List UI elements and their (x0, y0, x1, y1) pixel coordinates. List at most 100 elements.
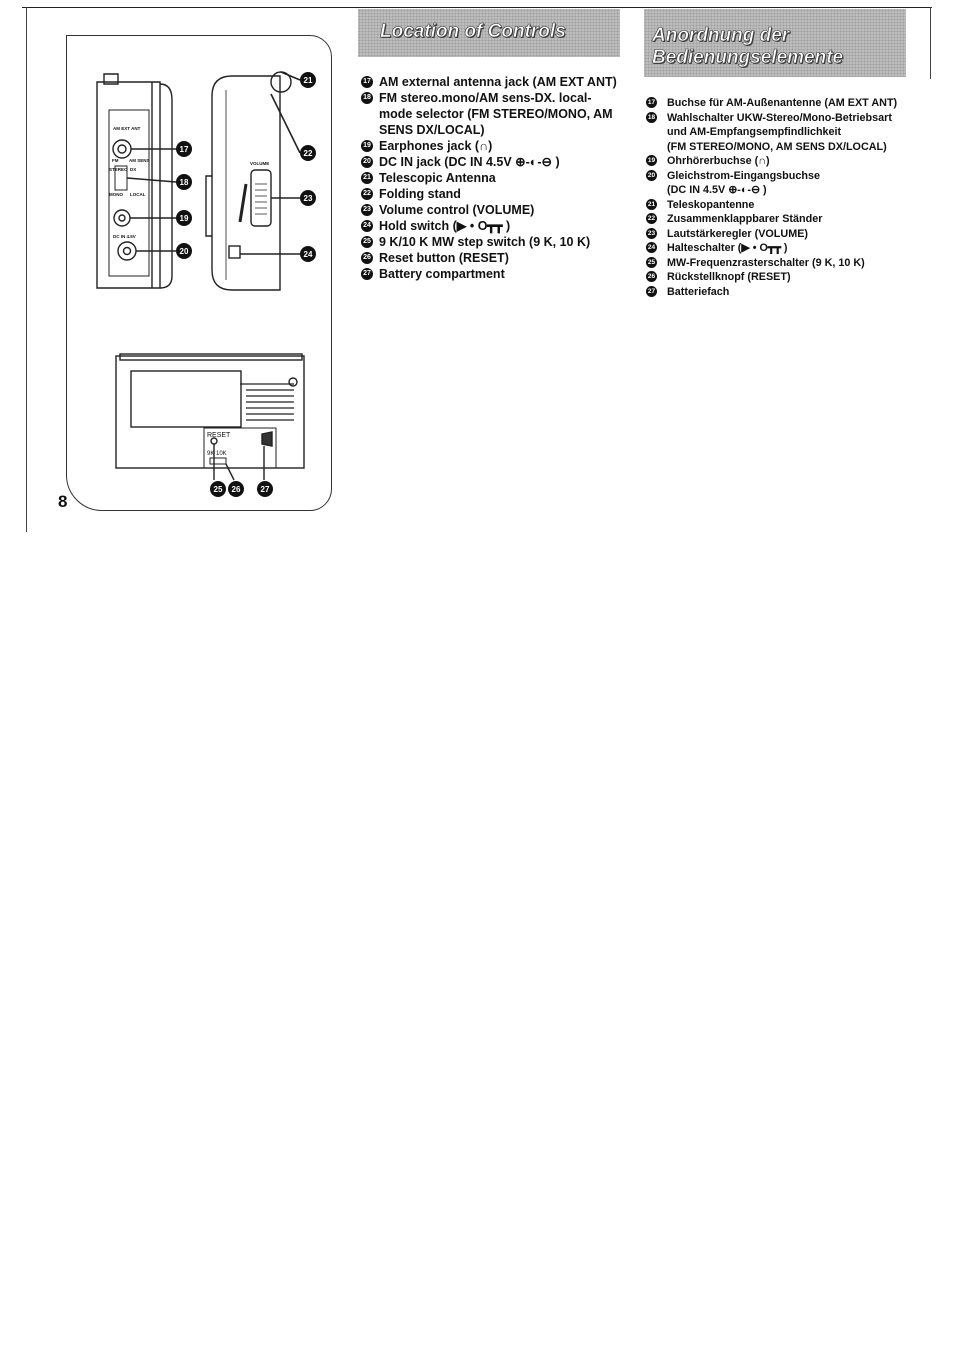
callout-26: 26 (228, 481, 244, 497)
folding-stand (205, 175, 212, 237)
item-text: Teleskopantenne (667, 198, 755, 211)
item-text: MW-Frequenzrasterschalter (9 K, 10 K) (667, 256, 865, 269)
item-text: Batteriefach (667, 285, 730, 298)
item-text: Volume control (VOLUME) (379, 203, 535, 217)
english-header: Location of Controls (358, 9, 620, 57)
svg-text:27: 27 (261, 485, 270, 494)
callout-21: 21 (300, 72, 316, 88)
hold-switch (228, 245, 241, 259)
svg-text:RESET: RESET (207, 432, 231, 439)
svg-text:24: 24 (304, 250, 313, 259)
volume-control (250, 169, 272, 227)
callout-24: 24 (300, 246, 316, 262)
item-number-badge: 25 (361, 236, 373, 248)
list-item: 24 Halteschalter (▶ • O┳┳ ) (646, 241, 912, 256)
item-number-badge: 17 (361, 76, 373, 88)
item-number-badge: 18 (361, 92, 373, 104)
list-item: 20 Gleichstrom-Eingangsbuchse (DC IN 4.5V … (646, 169, 912, 198)
controls-diagram: AM EXT ANT FM AM SENS STEREO DX MONO LOC… (96, 71, 316, 497)
list-item: 22 Folding stand (361, 186, 623, 202)
dc-in-jack (117, 241, 137, 261)
front-view-body (211, 75, 281, 291)
item-number-badge: 26 (646, 271, 657, 282)
diagram-frame (66, 35, 332, 511)
item-text: Rückstellknopf (RESET) (667, 271, 791, 283)
list-item: 18 FM stereo.mono/AM sens-DX. local-mode … (361, 90, 623, 138)
item-number-badge: 25 (646, 256, 657, 268)
svg-text:25: 25 (214, 485, 223, 494)
item-text: (FM STEREO/MONO, AM SENS DX/LOCAL) (667, 140, 887, 153)
item-number-badge: 20 (646, 169, 657, 181)
item-number-badge: 22 (646, 213, 657, 224)
svg-text:VOLUME: VOLUME (250, 161, 269, 166)
item-text: Reset button (RESET) (379, 251, 509, 265)
item-number-badge: 27 (361, 268, 373, 280)
svg-text:9K 10K: 9K 10K (207, 451, 227, 457)
list-item: 19 Earphones jack (∩) (361, 138, 623, 154)
item-number-badge: 22 (361, 188, 373, 200)
item-text: FM stereo.mono/AM sens-DX. local-mode se… (379, 91, 613, 137)
item-number-badge: 23 (646, 227, 657, 239)
item-number-badge: 17 (646, 97, 657, 108)
item-text: Buchse für AM-Außenantenne (AM EXT ANT) (667, 97, 898, 109)
item-text: DC IN jack (DC IN 4.5V ⊕-◐-⊖ ) (379, 155, 560, 169)
item-text: Telescopic Antenna (379, 171, 496, 185)
list-item: 21 Teleskopantenne (646, 198, 912, 213)
callout-17: 17 (176, 141, 192, 157)
item-text: Folding stand (379, 187, 461, 201)
german-header-line2: Bedienungselemente (652, 47, 844, 69)
svg-text:STEREO: STEREO (109, 167, 128, 172)
side-view-body (96, 81, 161, 289)
item-text: 9 K/10 K MW step switch (9 K, 10 K) (379, 235, 591, 249)
callout-20: 20 (176, 243, 192, 259)
svg-text:LOCAL: LOCAL (130, 192, 146, 197)
svg-text:FM: FM (112, 158, 119, 163)
item-number-badge: 24 (646, 242, 657, 253)
callout-22: 22 (300, 145, 316, 161)
item-text: Hold switch (▶ • O┳┳ ) (379, 219, 511, 233)
svg-text:AM EXT ANT: AM EXT ANT (113, 126, 141, 131)
german-controls-list: 17 Buchse für AM-Außenantenne (AM EXT ANT… (646, 96, 912, 299)
svg-text:DX: DX (130, 167, 136, 172)
item-text: Wahlschalter UKW-Stereo/Mono-Betriebsart… (667, 111, 892, 139)
callout-18: 18 (176, 174, 192, 190)
list-item: 27 Battery compartment (361, 266, 623, 282)
svg-text:MONO: MONO (109, 192, 123, 197)
item-number-badge: 19 (361, 140, 373, 152)
svg-text:20: 20 (180, 247, 189, 256)
list-item: 22 Zusammenklappbarer Ständer (646, 212, 912, 227)
battery-compartment-cover (203, 427, 277, 469)
english-header-title: Location of Controls (380, 21, 566, 43)
item-text: Zusammenklappbarer Ständer (667, 213, 823, 225)
item-number-badge: 24 (361, 220, 373, 232)
step-switch (209, 457, 227, 465)
svg-text:22: 22 (304, 149, 313, 158)
german-header-line1: Anordnung der (652, 25, 790, 47)
item-text: Battery compartment (379, 267, 505, 281)
item-number-badge: 18 (646, 111, 657, 123)
item-number-badge: 21 (646, 198, 657, 210)
svg-text:23: 23 (304, 194, 313, 203)
callout-markers: 17 18 19 20 21 22 23 24 25 26 27 (176, 72, 316, 497)
svg-text:18: 18 (180, 178, 189, 187)
callout-25: 25 (210, 481, 226, 497)
item-number-badge: 23 (361, 204, 373, 216)
item-text: Lautstärkeregler (VOLUME) (667, 227, 808, 240)
german-header: Anordnung der Bedienungselemente (644, 9, 906, 77)
item-number-badge: 27 (646, 285, 657, 297)
item-text: (DC IN 4.5V ⊕-◐-⊖ ) (667, 184, 767, 196)
list-item: 23 Lautstärkeregler (VOLUME) (646, 227, 912, 242)
top-rule (22, 7, 932, 8)
am-ext-ant-jack (112, 139, 132, 159)
list-item: 24 Hold switch (▶ • O┳┳ ) (361, 218, 623, 234)
svg-text:19: 19 (180, 214, 189, 223)
item-text: Earphones jack (∩) (379, 139, 493, 153)
left-rule (26, 7, 27, 532)
page-number: 8 (58, 492, 68, 511)
item-text: Gleichstrom-Eingangsbuchse (667, 169, 820, 182)
callout-19: 19 (176, 210, 192, 226)
item-text: Halteschalter (▶ • O┳┳ ) (667, 242, 788, 254)
